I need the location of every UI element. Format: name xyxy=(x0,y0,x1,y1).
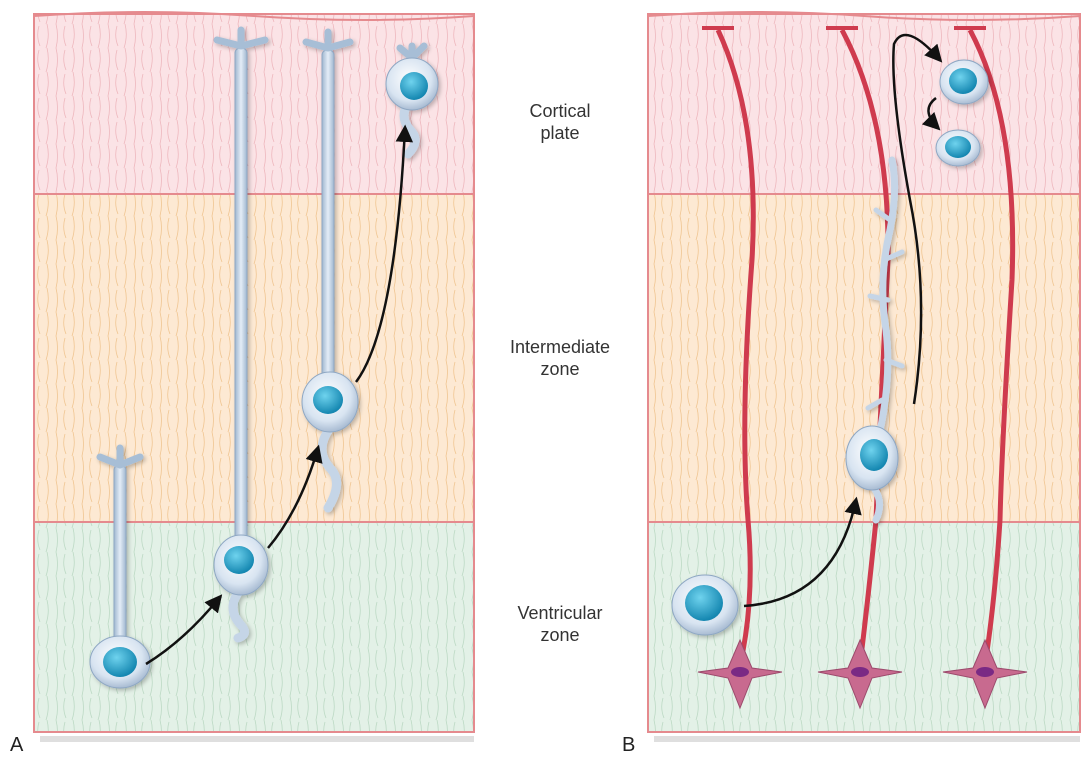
panel-a-intermediate-texture xyxy=(34,194,474,522)
label-ventricular-zone: Ventricular zone xyxy=(495,602,625,646)
panel-letter-b: B xyxy=(622,734,635,757)
label-cortical-plate: Cortical plate xyxy=(495,100,625,144)
glia-nucleus-b2 xyxy=(851,667,869,677)
progenitor-cell-b xyxy=(672,575,738,635)
panel-letter-a: A xyxy=(10,734,23,757)
arrived-neuron-b1 xyxy=(940,60,988,104)
glia-nucleus-b3 xyxy=(976,667,994,677)
label-intermediate-zone: Intermediate zone xyxy=(495,336,625,380)
panel-b-bottom-shadow xyxy=(654,736,1080,742)
panel-b-cortical-texture xyxy=(648,14,1080,194)
arrived-neuron-b2 xyxy=(936,130,980,166)
glia-nucleus-b1 xyxy=(731,667,749,677)
panel-b xyxy=(648,12,1080,742)
panel-a xyxy=(34,12,474,742)
panel-a-bottom-shadow xyxy=(40,736,474,742)
